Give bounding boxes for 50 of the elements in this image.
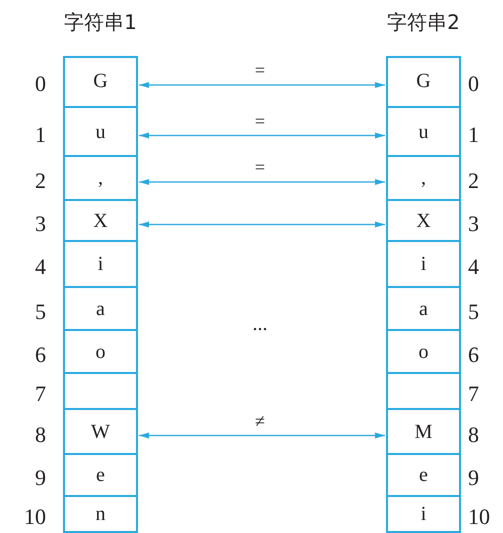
double-arrow <box>139 222 385 228</box>
index-number: 8 <box>34 422 46 446</box>
index-number: 1 <box>34 122 46 146</box>
character: M <box>414 420 432 442</box>
double-arrow <box>139 179 385 185</box>
index-number: 1 <box>468 122 480 146</box>
character: u <box>418 120 428 142</box>
index-number: 10 <box>23 505 46 529</box>
index-number: 0 <box>34 72 46 96</box>
array-heading: 字符串2 <box>387 9 460 36</box>
double-arrow <box>139 82 385 88</box>
character: X <box>93 210 108 232</box>
index-number: 3 <box>468 212 480 236</box>
character: u <box>96 120 106 142</box>
index-number: 2 <box>468 169 480 193</box>
character: n <box>96 503 106 525</box>
character: , <box>98 167 103 189</box>
index-number: 7 <box>468 382 480 406</box>
character: a <box>96 298 105 320</box>
character: G <box>416 70 431 92</box>
character: i <box>420 503 426 525</box>
index-number: 9 <box>468 466 480 490</box>
character: G <box>93 70 108 92</box>
index-number: 0 <box>468 72 480 96</box>
index-number: 6 <box>34 342 46 366</box>
index-number: 2 <box>34 169 46 193</box>
double-arrow <box>139 132 385 138</box>
index-number: 7 <box>34 382 46 406</box>
index-number: 4 <box>468 255 480 279</box>
index-number: 3 <box>34 212 46 236</box>
character: e <box>96 464 105 486</box>
character: o <box>418 340 428 362</box>
index-number: 5 <box>468 300 480 324</box>
character: o <box>96 340 106 362</box>
index-number: 10 <box>468 505 491 529</box>
index-number: 9 <box>34 466 46 490</box>
character: i <box>420 253 426 275</box>
character: W <box>91 420 110 442</box>
index-number: 5 <box>34 300 46 324</box>
character: X <box>416 210 431 232</box>
ellipsis-note: ... <box>252 313 268 335</box>
character: , <box>421 167 426 189</box>
character: e <box>419 464 428 486</box>
double-arrow <box>139 432 385 438</box>
index-number: 8 <box>468 422 480 446</box>
character: i <box>98 253 104 275</box>
character: a <box>419 298 428 320</box>
array-heading: 字符串1 <box>64 9 137 36</box>
index-number: 4 <box>34 255 46 279</box>
index-number: 6 <box>468 342 480 366</box>
